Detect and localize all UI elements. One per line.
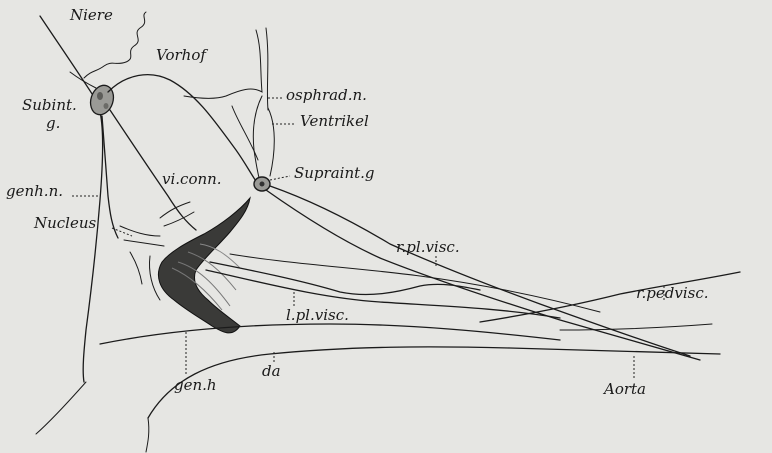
vorhof-inner — [266, 28, 268, 110]
aorta-left-tail — [36, 382, 86, 434]
lead-supraint — [270, 176, 290, 180]
nucleus-branch-2 — [124, 240, 164, 246]
label-genh-n: genh.n. — [6, 184, 63, 199]
aorta-upper — [100, 324, 560, 344]
label-supraint-g: Supraint.g — [294, 166, 375, 181]
label-da: da — [262, 364, 281, 379]
label-aorta: Aorta — [604, 382, 646, 397]
label-r-pedvisc: r.pedvisc. — [636, 286, 709, 301]
vorhof-outline — [184, 30, 262, 98]
nucleus-branch-3 — [130, 252, 142, 284]
label-gen-h: gen.h — [174, 378, 217, 393]
genital-lobe-hatched — [158, 198, 250, 333]
r-pl-visc-nerve — [270, 186, 690, 356]
label-nucleus: Nucleus — [34, 216, 96, 231]
supraint-to-visceral-nerve — [266, 190, 700, 360]
label-subint-line2: g. — [46, 116, 60, 131]
ventrikel-branch — [232, 106, 258, 160]
label-ventrikel: Ventrikel — [300, 114, 369, 129]
ventrikel-outline-right — [268, 108, 274, 176]
label-niere: Niere — [70, 8, 113, 23]
label-osphrad-n: osphrad.n. — [286, 88, 367, 103]
subint-to-supraint-nerve — [108, 75, 258, 184]
subint-branch-down — [102, 116, 118, 238]
ventrikel-outline — [253, 96, 262, 182]
nucleus-branch-1 — [120, 226, 160, 236]
gen-h-nerve-upper — [230, 254, 600, 312]
label-subint-line1: Subint. — [22, 98, 77, 113]
label-vorhof: Vorhof — [156, 48, 206, 63]
label-r-pl-visc: r.pl.visc. — [396, 240, 460, 255]
vi-conn-branches — [160, 202, 190, 218]
label-l-pl-visc: l.pl.visc. — [286, 308, 349, 323]
aorta-bottom-tail — [146, 418, 149, 452]
label-vi-conn: vi.conn. — [162, 172, 222, 187]
